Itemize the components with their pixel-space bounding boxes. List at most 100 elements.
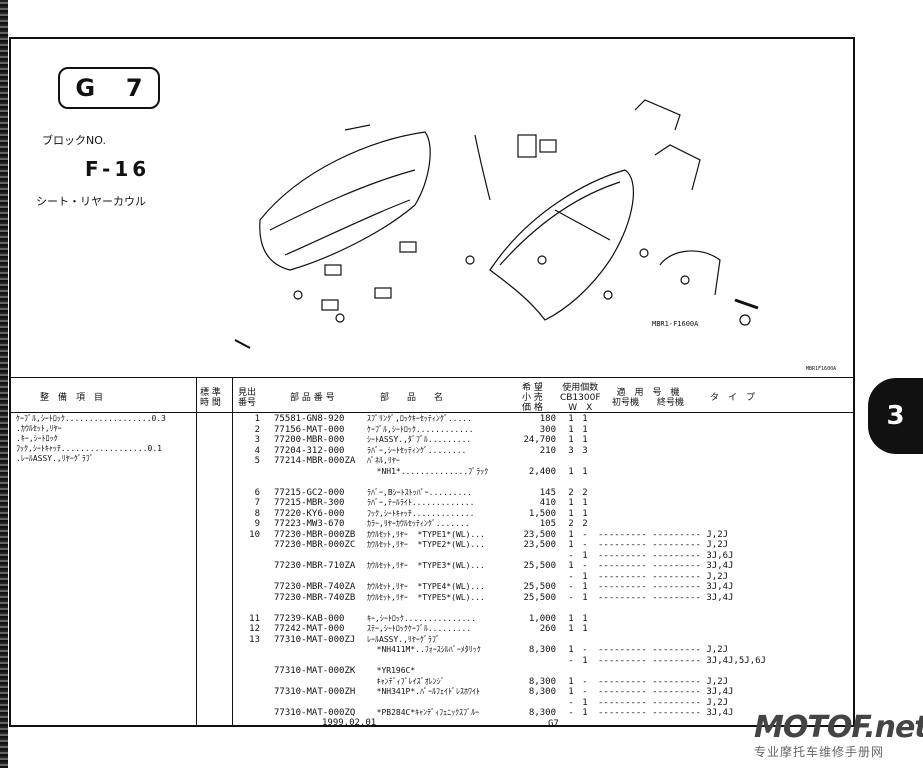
price: 8,300 bbox=[528, 708, 556, 718]
price: 300 bbox=[539, 424, 556, 435]
revision-date: 1999.02.01 bbox=[322, 718, 377, 728]
qty-x: 1 bbox=[582, 571, 588, 582]
qty-w: 1 bbox=[568, 414, 574, 424]
header-ref-no: 見出 番号 bbox=[238, 388, 257, 408]
ref-number: 8 bbox=[254, 508, 260, 519]
price: 8,300 bbox=[528, 645, 556, 655]
part-name: ｽﾌﾟﾘﾝｸﾞ,ﾛｯｸｷｰｾｯﾃｨﾝｸﾞ..... bbox=[367, 414, 472, 423]
price: 410 bbox=[539, 498, 556, 508]
ref-number: 1 bbox=[254, 414, 260, 424]
qty-x: 1 bbox=[582, 508, 588, 519]
page-frame bbox=[9, 37, 855, 727]
price: 260 bbox=[539, 624, 556, 634]
ref-number: 7 bbox=[254, 498, 260, 508]
price: 1,000 bbox=[528, 613, 556, 624]
qty-x: 1 bbox=[582, 697, 588, 708]
qty-x: 2 bbox=[582, 519, 588, 529]
qty-x: 3 bbox=[582, 445, 588, 456]
header-price: 希 望 小 売 価 格 bbox=[522, 383, 543, 413]
watermark-tagline: 专业摩托车维修手册网 bbox=[754, 745, 885, 759]
part-name: ｼｰﾄASSY.,ﾀﾞﾌﾞﾙ......... bbox=[367, 435, 472, 444]
part-number: 77310-MAT-000ZQ bbox=[274, 708, 356, 718]
price: 23,500 bbox=[523, 540, 556, 550]
part-number: 77204-312-000 bbox=[274, 445, 345, 456]
part-name: ﾗﾊﾞｰ,Bｼｰﾄｽﾄｯﾊﾟｰ......... bbox=[367, 487, 472, 497]
scan-edge bbox=[0, 0, 8, 768]
part-name: ｶﾗｰ,ﾘﾔｰｶｳﾙｾｯﾃｨﾝｸﾞ....... bbox=[367, 519, 470, 528]
part-number: 77215-GC2-000 bbox=[274, 487, 345, 498]
part-name: ｶｳﾙｾｯﾄ,ﾘﾔｰ *TYPE5*(WL)... bbox=[367, 592, 485, 602]
part-number: 77230-MBR-710ZA bbox=[274, 561, 356, 571]
maintenance-item: .ﾚｰﾙASSY.,ﾘﾔｰｸﾞﾗﾌﾞ bbox=[16, 454, 94, 463]
part-name: *PB284C*ｷｬﾝﾃﾞｨﾌｪﾆｯｸｽﾌﾞﾙｰ bbox=[367, 708, 480, 717]
qty-x: - bbox=[582, 687, 588, 697]
ref-number: 9 bbox=[254, 519, 260, 529]
part-number: 77214-MBR-000ZA bbox=[274, 456, 356, 466]
part-name: ｽﾃｰ,ｼｰﾄﾛｯｸｹｰﾌﾞﾙ......... bbox=[367, 624, 472, 633]
qty-x: 1 bbox=[582, 498, 588, 508]
qty-x: 2 bbox=[582, 487, 588, 498]
qty-x: 1 bbox=[582, 414, 588, 424]
price: 25,500 bbox=[523, 561, 556, 571]
ref-number: 6 bbox=[254, 487, 260, 498]
qty-x: 1 bbox=[582, 708, 588, 718]
maintenance-item: ﾌｯｸ,ｼｰﾄｷｬｯﾁ..................0.1 bbox=[16, 444, 162, 453]
part-name: *NH411M*..ﾌｫｰｽｼﾙﾊﾞｰﾒﾀﾘｯｸ bbox=[367, 645, 481, 654]
qty-w: - bbox=[568, 655, 574, 666]
header-maintenance: 整 備 項 目 bbox=[40, 393, 104, 403]
part-name: ﾊﾟﾈﾙ,ﾘﾔｰ bbox=[367, 456, 400, 465]
header-part-number: 部 品 番 号 bbox=[290, 393, 335, 403]
qty-w: 1 bbox=[568, 676, 574, 687]
price: 25,500 bbox=[523, 592, 556, 603]
price: 2,400 bbox=[528, 466, 556, 477]
ref-number: 11 bbox=[249, 613, 260, 624]
qty-w: 1 bbox=[568, 498, 574, 508]
ref-number: 3 bbox=[254, 435, 260, 445]
qty-w: - bbox=[568, 571, 574, 582]
part-number: 77230-MBR-000ZC bbox=[274, 540, 356, 550]
header-applicable-serial: 適 用 号 機 初号機 終号機 bbox=[612, 388, 685, 408]
qty-w: 1 bbox=[568, 687, 574, 697]
qty-x: 1 bbox=[582, 655, 588, 666]
part-name: ｶｳﾙｾｯﾄ,ﾘﾔｰ *TYPE3*(WL)... bbox=[367, 561, 485, 570]
block-number: F-16 bbox=[85, 157, 151, 181]
part-number: 77220-KY6-000 bbox=[274, 508, 345, 519]
price: 25,500 bbox=[523, 582, 556, 592]
qty-w: - bbox=[568, 582, 574, 592]
part-name: ｶｳﾙｾｯﾄ,ﾘﾔｰ *TYPE4*(WL)... bbox=[367, 582, 485, 591]
applicable-serial: --------- --------- J,2J bbox=[598, 697, 729, 708]
maintenance-item: .ｶｳﾙｾｯﾄ,ﾘﾔｰ bbox=[16, 424, 62, 433]
qty-x: - bbox=[582, 561, 588, 571]
header-part-name: 部 品 名 bbox=[380, 393, 444, 403]
applicable-serial: --------- --------- 3J,4J,5J,6J bbox=[598, 655, 766, 666]
price: 8,300 bbox=[528, 687, 556, 697]
part-name: ﾌｯｸ,ｼｰﾄｷｬｯﾁ............. bbox=[367, 508, 475, 518]
maintenance-item: ｹｰﾌﾞﾙ,ｼｰﾄﾛｯｸ..................0.3 bbox=[16, 414, 166, 423]
part-name: ｷｰ,ｼｰﾄﾛｯｸ............... bbox=[367, 613, 477, 623]
price: 105 bbox=[539, 519, 556, 529]
qty-x: 1 bbox=[582, 613, 588, 624]
part-number: 77230-MBR-740ZB bbox=[274, 592, 356, 603]
section-tab: 3 bbox=[868, 378, 923, 454]
qty-w: 2 bbox=[568, 519, 574, 529]
ref-number: 13 bbox=[249, 634, 260, 645]
applicable-serial: --------- --------- J,2J bbox=[598, 529, 729, 540]
qty-x: 1 bbox=[582, 592, 588, 603]
applicable-serial: --------- --------- J,2J bbox=[598, 540, 729, 550]
table-top-rule bbox=[9, 377, 855, 378]
qty-x: - bbox=[582, 529, 588, 540]
price: 210 bbox=[539, 445, 556, 456]
qty-x: 1 bbox=[582, 466, 588, 477]
part-name: ﾗﾊﾞｰ,ｼｰﾄｾｯﾃｨﾝｸﾞ........ bbox=[367, 445, 467, 455]
qty-x: 1 bbox=[582, 435, 588, 445]
group-number: 7 bbox=[125, 74, 143, 102]
qty-w: - bbox=[568, 697, 574, 708]
part-number: 77242-MAT-000 bbox=[274, 624, 345, 634]
part-number: 77223-MW3-670 bbox=[274, 519, 345, 529]
qty-w: - bbox=[568, 708, 574, 718]
part-name: ﾗﾊﾞｰ,ﾃｰﾙﾗｲﾄ............. bbox=[367, 498, 475, 507]
qty-w: 1 bbox=[568, 424, 574, 435]
applicable-serial: --------- --------- J,2J bbox=[598, 571, 729, 582]
applicable-serial: --------- --------- 3J,4J bbox=[598, 687, 734, 697]
part-name: ｹｰﾌﾞﾙ,ｼｰﾄﾛｯｸ............ bbox=[367, 424, 474, 434]
